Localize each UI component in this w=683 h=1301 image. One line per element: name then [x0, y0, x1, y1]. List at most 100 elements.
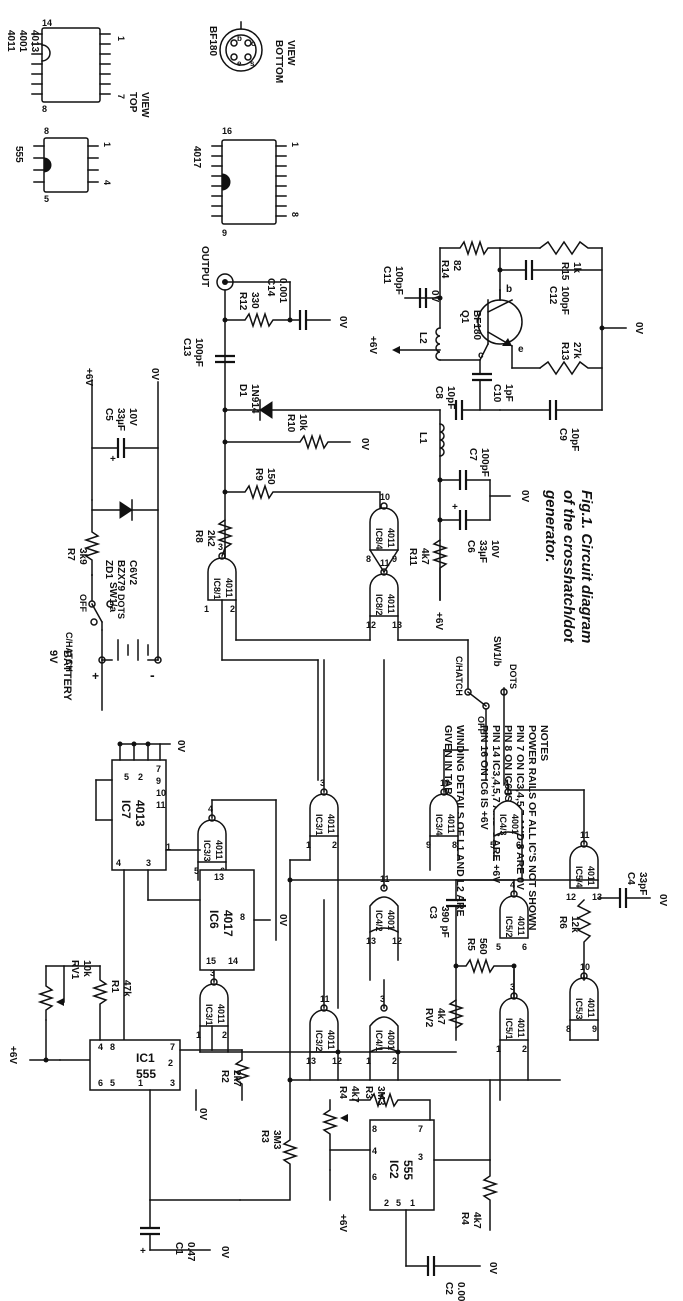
svg-text:13: 13	[392, 620, 402, 630]
notes-line: PIN 16 ON IC6 IS +6V	[478, 725, 490, 830]
svg-text:c: c	[251, 39, 256, 48]
svg-text:1: 1	[306, 840, 311, 850]
svg-text:4001: 4001	[510, 814, 520, 834]
notes-line: NOTES	[538, 725, 550, 761]
svg-text:R10: R10	[285, 414, 296, 433]
svg-text:IC1: IC1	[136, 1051, 155, 1065]
svg-text:0V: 0V	[277, 914, 288, 927]
svg-text:8: 8	[110, 1042, 115, 1052]
svg-text:C6: C6	[465, 540, 476, 553]
svg-text:D1: D1	[237, 384, 248, 397]
svg-text:47k: 47k	[121, 980, 132, 997]
svg-text:1: 1	[410, 1198, 415, 1208]
svg-text:RV1: RV1	[69, 960, 80, 980]
power-supply: + - 9V BATTERY C/HATCH OFF DOTS SW1/a R7…	[47, 368, 162, 711]
svg-text:1: 1	[196, 1030, 201, 1040]
svg-text:+: +	[452, 502, 458, 513]
svg-text:12: 12	[566, 892, 576, 902]
svg-text:8: 8	[44, 126, 49, 136]
svg-text:9: 9	[156, 776, 161, 786]
svg-text:0.001: 0.001	[277, 278, 288, 303]
svg-text:33µF: 33µF	[477, 540, 488, 563]
svg-text:9V: 9V	[47, 650, 59, 664]
svg-text:330: 330	[249, 292, 260, 309]
svg-text:8: 8	[290, 212, 300, 217]
svg-text:3: 3	[418, 1152, 423, 1162]
svg-text:3M3: 3M3	[271, 1130, 282, 1150]
svg-text:0V: 0V	[657, 894, 668, 907]
svg-text:11: 11	[320, 994, 330, 1004]
svg-text:1N914: 1N914	[249, 384, 260, 414]
dip8-pinout: 555 8 5 1 4	[13, 126, 112, 204]
svg-text:1: 1	[138, 1078, 143, 1088]
svg-text:3: 3	[146, 858, 151, 868]
svg-text:IC5/2: IC5/2	[504, 916, 514, 938]
svg-text:IC4/3: IC4/3	[498, 814, 508, 836]
svg-text:C13: C13	[181, 338, 192, 357]
svg-text:7: 7	[170, 1042, 175, 1052]
svg-text:4: 4	[116, 858, 121, 868]
svg-text:4011: 4011	[586, 998, 596, 1018]
svg-text:C9: C9	[557, 428, 568, 441]
svg-text:33µF: 33µF	[115, 408, 126, 431]
svg-text:4: 4	[510, 880, 515, 890]
svg-text:s: s	[250, 59, 255, 68]
svg-text:2: 2	[168, 1058, 173, 1068]
svg-text:2: 2	[522, 1044, 527, 1054]
logic-section: IC8/1 4011 1 2 3 IC8/2 4011 12 13 11 IC8…	[194, 492, 668, 1101]
svg-text:R5: R5	[465, 938, 476, 951]
svg-text:1: 1	[102, 142, 112, 147]
svg-text:4011: 4011	[586, 866, 596, 886]
svg-text:5: 5	[396, 1198, 401, 1208]
svg-text:BZX79: BZX79	[115, 560, 126, 592]
svg-text:SW1/a: SW1/a	[107, 582, 118, 612]
svg-text:4013: 4013	[29, 30, 40, 53]
svg-text:1: 1	[204, 604, 209, 614]
svg-text:5: 5	[124, 772, 129, 782]
svg-text:4001: 4001	[386, 910, 396, 930]
svg-text:2: 2	[392, 1056, 397, 1066]
counter-flipflop: IC6 4017 15 14 13 8 0V IC7 4013 4 3 2 5 …	[95, 740, 288, 1061]
svg-text:0V: 0V	[487, 1262, 498, 1275]
svg-text:4011: 4011	[386, 528, 396, 548]
svg-text:10k: 10k	[297, 414, 308, 431]
svg-text:C1: C1	[173, 1242, 184, 1255]
svg-text:BATTERY: BATTERY	[61, 650, 73, 701]
svg-text:3: 3	[380, 994, 385, 1004]
svg-text:3: 3	[210, 968, 215, 978]
svg-text:e: e	[237, 59, 242, 68]
notes-line: PIN 14 IC3,4,5,7 AND 8 ARE +6V	[490, 725, 502, 883]
svg-text:OFF: OFF	[476, 716, 486, 734]
svg-text:4k7: 4k7	[419, 548, 430, 565]
svg-text:C3: C3	[427, 906, 438, 919]
svg-text:4k7: 4k7	[349, 1086, 360, 1103]
svg-text:2k7: 2k7	[231, 1070, 242, 1087]
svg-text:0V: 0V	[219, 1246, 230, 1259]
svg-text:IC8/4: IC8/4	[374, 528, 384, 550]
svg-text:9: 9	[222, 228, 227, 238]
svg-text:9: 9	[592, 1024, 597, 1034]
svg-text:10k: 10k	[81, 960, 92, 977]
svg-text:8: 8	[452, 840, 457, 850]
svg-text:R12: R12	[237, 292, 248, 311]
caption-line: of the crosshatch/dot	[560, 490, 577, 644]
svg-text:+: +	[92, 669, 99, 683]
svg-text:VIEW: VIEW	[139, 92, 150, 118]
svg-text:c: c	[478, 350, 484, 361]
svg-text:4k7: 4k7	[471, 1212, 482, 1229]
svg-text:C14: C14	[265, 278, 276, 297]
svg-text:IC8/2: IC8/2	[374, 594, 384, 616]
svg-text:4011: 4011	[326, 814, 336, 834]
svg-text:100pF: 100pF	[479, 448, 490, 477]
svg-text:IC8/1: IC8/1	[212, 578, 222, 600]
svg-text:C8: C8	[433, 386, 444, 399]
svg-text:5: 5	[496, 942, 501, 952]
svg-text:+: +	[110, 454, 116, 465]
svg-text:10: 10	[380, 492, 390, 502]
svg-text:6: 6	[372, 1172, 377, 1182]
svg-text:13: 13	[214, 872, 224, 882]
svg-text:10: 10	[580, 962, 590, 972]
svg-text:0V: 0V	[359, 438, 370, 451]
svg-text:14: 14	[228, 956, 238, 966]
